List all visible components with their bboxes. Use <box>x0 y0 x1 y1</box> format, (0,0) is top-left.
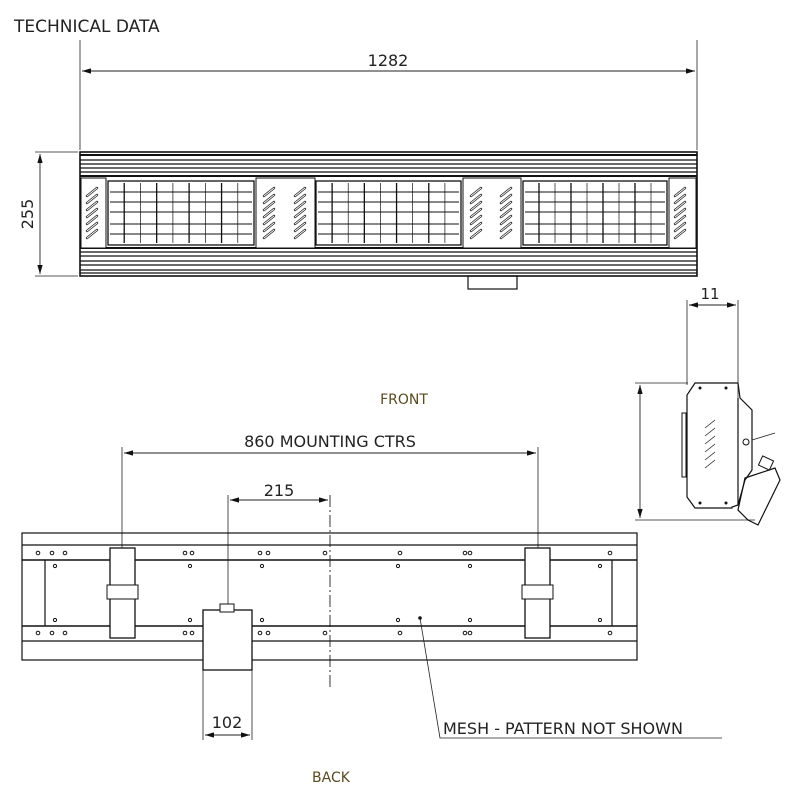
grille <box>315 180 462 246</box>
junction-block <box>202 609 253 671</box>
front-view: 1282 255 FRONT <box>18 40 698 408</box>
side-view: 11 <box>635 285 781 526</box>
height-dimension: 255 <box>18 199 37 230</box>
mesh-note: MESH - PATTERN NOT SHOWN <box>443 719 683 738</box>
front-label: FRONT <box>380 392 428 408</box>
mounting-centers-dimension: 860 MOUNTING CTRS <box>244 432 416 451</box>
grille <box>107 180 255 246</box>
grille <box>522 180 668 246</box>
offset-dimension: 215 <box>264 481 295 500</box>
block-width-dimension: 102 <box>212 713 243 732</box>
heater-grilles <box>107 180 668 246</box>
vent-panels <box>80 177 697 249</box>
back-view: 860 MOUNTING CTRS 215 102 MESH - PATTERN… <box>21 432 722 786</box>
depth-dimension: 11 <box>700 285 719 303</box>
back-label: BACK <box>312 770 351 786</box>
page-title: TECHNICAL DATA <box>13 17 160 37</box>
connector-tab <box>467 275 518 290</box>
width-dimension: 1282 <box>368 51 409 70</box>
